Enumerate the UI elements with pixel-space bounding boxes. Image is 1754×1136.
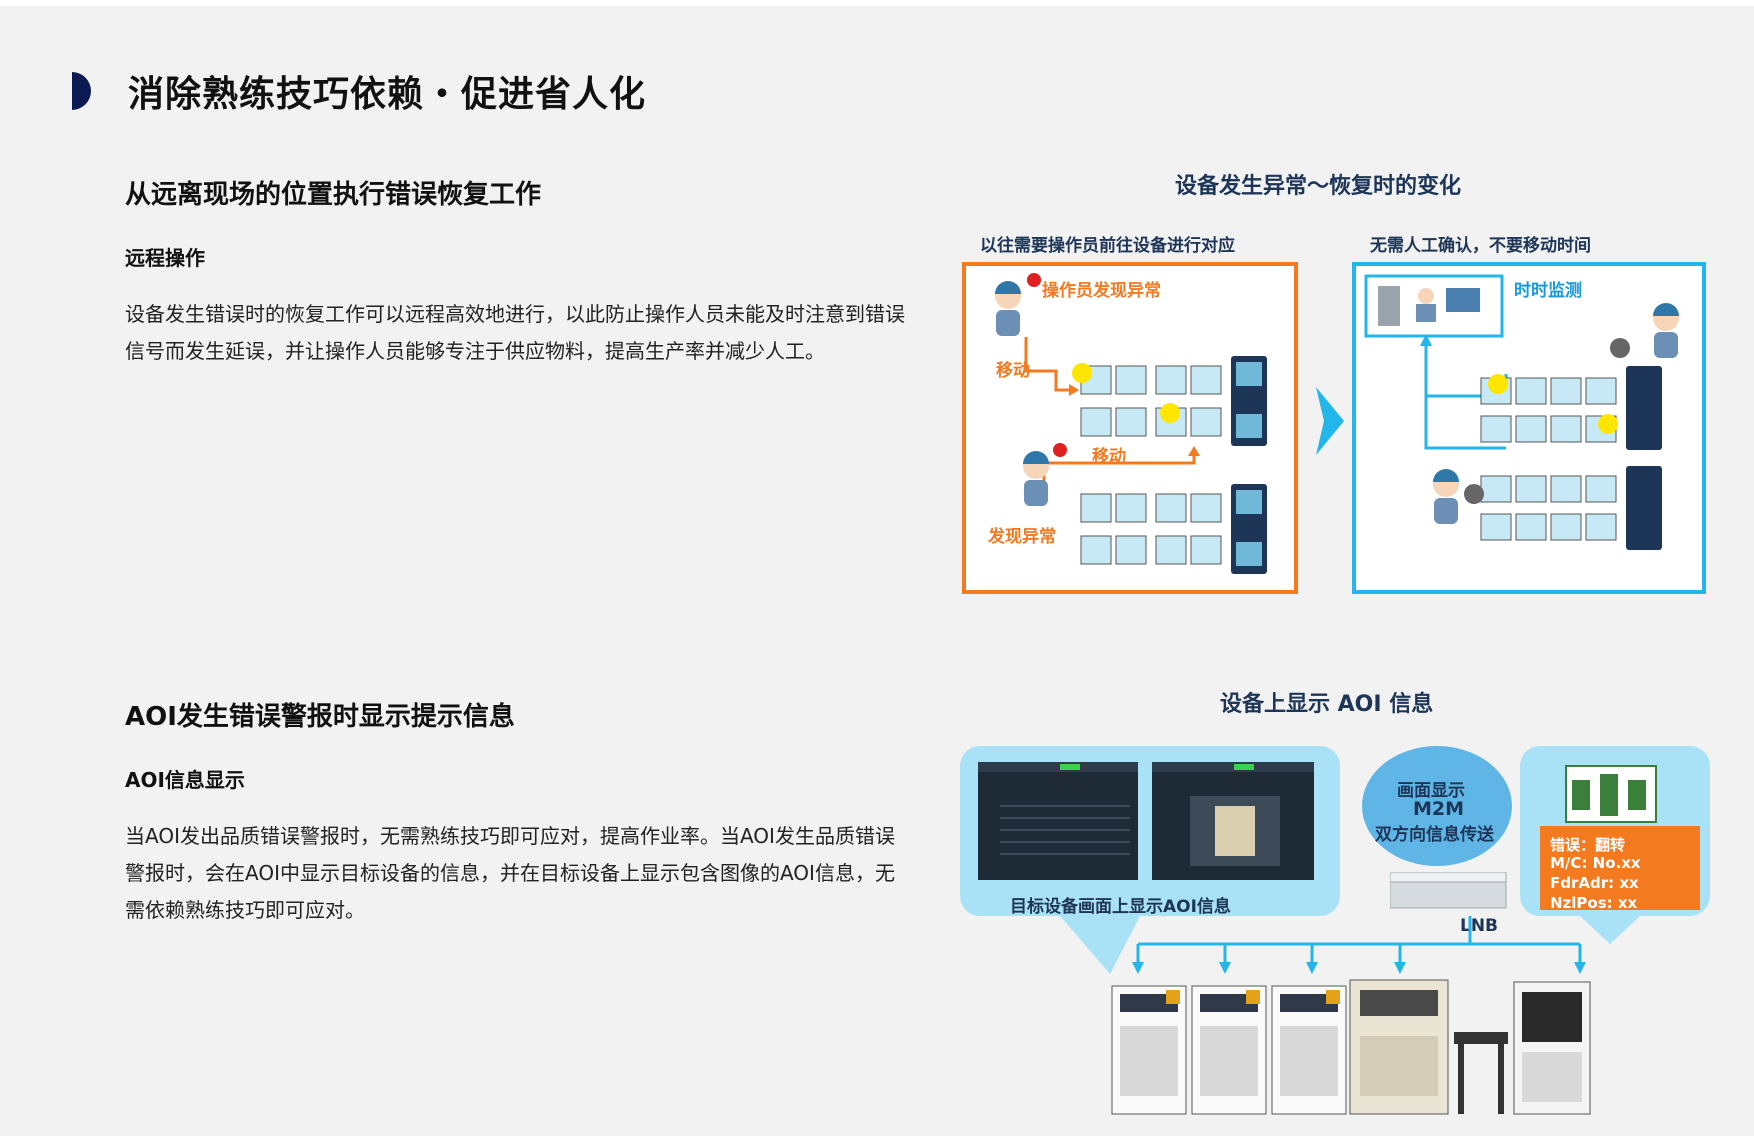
monitor-icon (1446, 288, 1480, 312)
block1-body-wrap: 设备发生错误时的恢复工作可以远程高效地进行，以此防止操作人员未能及时注意到错误信… (125, 296, 905, 370)
page-background: 消除熟练技巧依赖・促进省人化 从远离现场的位置执行错误恢复工作 远程操作 设备发… (0, 6, 1754, 1136)
error-line3: FdrAdr: xx (1550, 874, 1639, 892)
label-operator-found: 操作员发现异常 (1042, 281, 1161, 301)
figure2-title: 设备上显示 AOI 信息 (1220, 692, 1434, 717)
factory-line-illustration (995, 273, 1267, 574)
reel-icon (1464, 484, 1484, 504)
aoi-block: AOI发生错误警报时显示提示信息 (125, 696, 905, 733)
error-line4: NzlPos: xx (1550, 894, 1638, 912)
block2-subheading: AOI信息显示 (125, 768, 245, 792)
mounter-machine (1191, 985, 1267, 1115)
block1-sub-wrap: 远程操作 (125, 242, 905, 271)
half-circle-icon (72, 72, 91, 110)
alert-light-icon (1160, 403, 1180, 423)
server-icon (1378, 286, 1400, 326)
machines-row (1111, 979, 1591, 1115)
mounter-machine (1349, 979, 1449, 1115)
label-move-1: 移动 (996, 361, 1030, 381)
label-monitor: 时时监测 (1514, 281, 1582, 301)
operator-icon (1023, 443, 1067, 506)
aoi-machine (1513, 981, 1591, 1115)
chevron-right-icon (1316, 387, 1344, 455)
before-panel: 操作员发现异常 移动 移动 发现异常 (962, 262, 1298, 594)
block2-body: 当AOI发出品质错误警报时，无需熟练技巧即可应对，提高作业率。当AOI发生品质错… (125, 824, 895, 922)
block1-subheading: 远程操作 (125, 246, 205, 270)
mounter-machine (1111, 985, 1187, 1115)
figure1-title: 设备发生异常～恢复时的变化 (1175, 174, 1462, 199)
server-icon (1390, 872, 1507, 909)
error-line2: M/C: No.xx (1550, 854, 1641, 872)
error-bubble (1520, 746, 1710, 944)
error-line1: 错误：翻转 (1550, 836, 1626, 854)
figure1-right-caption: 无需人工确认，不要移动时间 (1370, 236, 1591, 256)
m2m-line1: 画面显示 (1397, 781, 1465, 801)
operator-icon (1653, 303, 1679, 358)
alert-light-icon (1598, 414, 1618, 434)
m2m-line2: M2M (1413, 798, 1465, 820)
network-lines (1132, 916, 1586, 974)
section-title: 消除熟练技巧依赖・促进省人化 (128, 74, 647, 115)
label-found: 发现异常 (988, 527, 1056, 547)
screen-caption: 目标设备画面上显示AOI信息 (1010, 897, 1231, 917)
block2-sub-wrap: AOI信息显示 (125, 764, 905, 793)
mounter-machine (1271, 985, 1347, 1115)
m2m-ellipse (1362, 746, 1512, 866)
label-move-2: 移动 (1092, 447, 1126, 467)
screen-bubble (960, 746, 1340, 974)
remote-operation-block: 从远离现场的位置执行错误恢复工作 (125, 174, 905, 211)
block2-heading: AOI发生错误警报时显示提示信息 (125, 702, 515, 732)
m2m-line3: 双方向信息传送 (1375, 825, 1494, 845)
section-header: 消除熟练技巧依赖・促进省人化 (72, 66, 646, 116)
after-panel: 时时监测 (1352, 262, 1706, 594)
conveyor-stand (1454, 1032, 1508, 1114)
figure-error-recovery: 设备发生异常～恢复时的变化 以往需要操作员前往设备进行对应 无需人工确认，不要移… (960, 161, 1710, 601)
block1-body: 设备发生错误时的恢复工作可以远程高效地进行，以此防止操作人员未能及时注意到错误信… (125, 302, 905, 363)
figure1-left-caption: 以往需要操作员前往设备进行对应 (980, 236, 1235, 256)
alert-light-icon (1488, 374, 1508, 394)
operator-icon (995, 273, 1041, 336)
remote-monitor-illustration (1364, 274, 1679, 550)
block1-heading: 从远离现场的位置执行错误恢复工作 (125, 180, 542, 210)
operator-icon (1433, 469, 1459, 524)
figure-aoi-display: 设备上显示 AOI 信息 目标设备画面上显示AOI信息 画面显示 M2M 双方向… (960, 686, 1710, 1126)
alert-light-icon (1072, 363, 1092, 383)
reel-icon (1610, 338, 1630, 358)
block2-body-wrap: 当AOI发出品质错误警报时，无需熟练技巧即可应对，提高作业率。当AOI发生品质错… (125, 818, 905, 929)
